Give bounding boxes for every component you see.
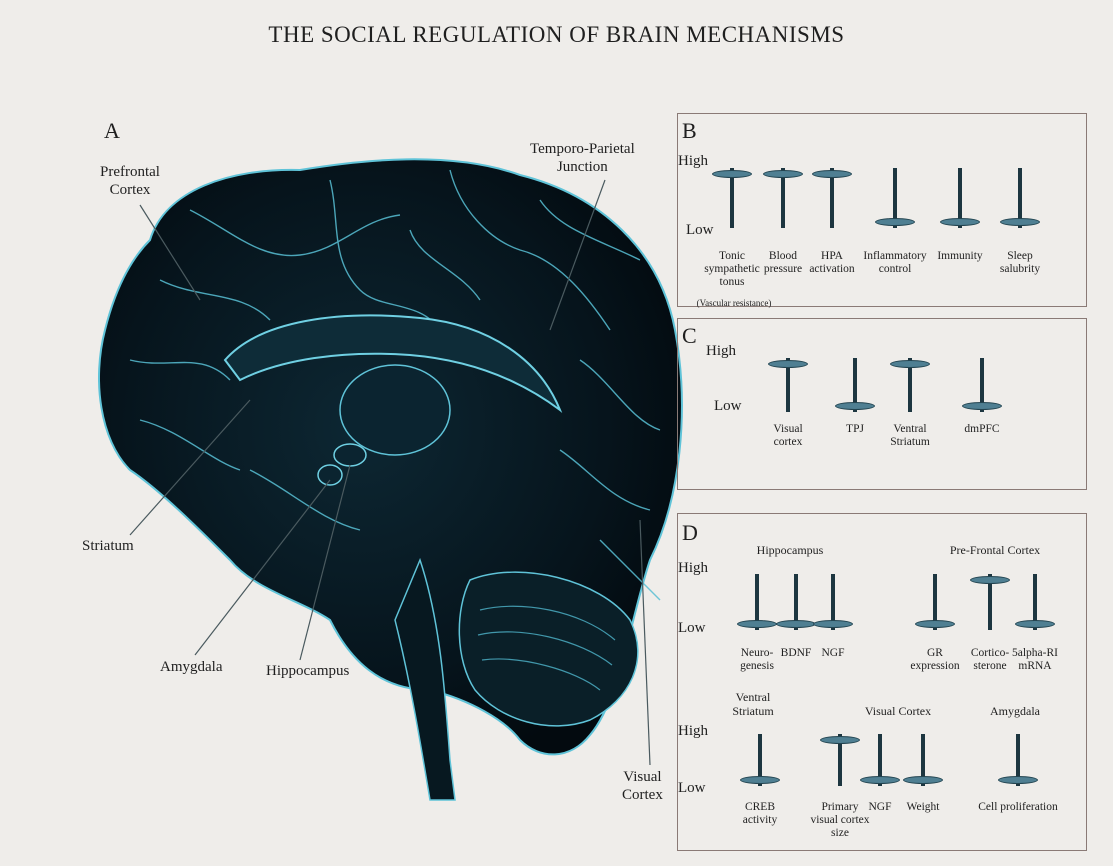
indicator-cap-low	[875, 218, 915, 226]
panel-d-high-label-bottom: High	[678, 723, 708, 740]
panel-b-high-label: High	[678, 153, 708, 170]
indicator-low	[962, 358, 1002, 412]
indicator-low	[940, 168, 980, 228]
panel-c-low-label: Low	[714, 398, 742, 415]
indicator-cap-low	[962, 402, 1002, 410]
indicator-label: Tonic sympathetic tonus	[704, 250, 760, 289]
indicator-cap-low	[940, 218, 980, 226]
indicator-cap-low	[740, 776, 780, 784]
indicator-cap-high	[820, 736, 860, 744]
indicator-label: dmPFC	[964, 423, 999, 436]
indicator-cap-high	[768, 360, 808, 368]
indicator-low	[1015, 574, 1055, 630]
indicator-low	[737, 574, 777, 630]
indicator-high	[820, 734, 860, 786]
group-hippocampus: Hippocampus	[740, 543, 840, 557]
indicator-cap-high	[890, 360, 930, 368]
indicator-label: Neuro- genesis	[740, 647, 774, 673]
indicator-high	[768, 358, 808, 412]
indicator-label: Cell proliferation	[978, 801, 1058, 814]
indicator-low	[998, 734, 1038, 786]
indicator-label: Weight	[907, 801, 940, 814]
indicator-cap-high	[763, 170, 803, 178]
brain-illustration	[0, 0, 700, 866]
indicator-cap-high	[812, 170, 852, 178]
panel-c-letter: C	[682, 323, 697, 349]
indicator-label: NGF	[868, 801, 891, 814]
panel-b-letter: B	[682, 118, 697, 144]
panel-d-high-label-top: High	[678, 560, 708, 577]
indicator-cap-low	[737, 620, 777, 628]
indicator-label: CREB activity	[743, 801, 778, 827]
indicator-cap-low	[835, 402, 875, 410]
amygdala-label: Amygdala	[160, 658, 222, 676]
indicator-high	[890, 358, 930, 412]
amygdala-shape	[318, 465, 342, 485]
indicator-label: Visual cortex	[773, 423, 802, 449]
indicator-label: Sleep salubrity	[1000, 250, 1040, 276]
indicator-low	[860, 734, 900, 786]
indicator-cap-high	[970, 576, 1010, 584]
indicator-cap-high	[712, 170, 752, 178]
indicator-label: Blood pressure	[764, 250, 802, 276]
indicator-cap-low	[1000, 218, 1040, 226]
indicator-cap-low	[776, 620, 816, 628]
visual-cortex-label: Visual Cortex	[622, 768, 663, 804]
indicator-cap-low	[860, 776, 900, 784]
hippocampus-label: Hippocampus	[266, 662, 349, 680]
indicator-cap-low	[998, 776, 1038, 784]
indicator-low	[915, 574, 955, 630]
indicator-high	[812, 168, 852, 228]
indicator-cap-low	[813, 620, 853, 628]
indicator-low	[835, 358, 875, 412]
indicator-label: Cortico- sterone	[971, 647, 1009, 673]
indicator-low	[1000, 168, 1040, 228]
panel-c-high-label: High	[706, 343, 736, 360]
indicator-high	[763, 168, 803, 228]
indicator-label: Primary visual cortex size	[810, 801, 869, 840]
group-amygdala: Amygdala	[975, 704, 1055, 718]
tpj-label: Temporo-Parietal Junction	[530, 140, 635, 176]
indicator-low	[776, 574, 816, 630]
indicator-label: BDNF	[781, 647, 812, 660]
indicator-low	[740, 734, 780, 786]
group-visual-cortex: Visual Cortex	[848, 704, 948, 718]
panel-d-low-label-bottom: Low	[678, 780, 706, 797]
thalamus-shape	[340, 365, 450, 455]
panel-b-note: (Vascular resistance)	[697, 297, 772, 310]
indicator-high	[712, 168, 752, 228]
indicator-cap-low	[915, 620, 955, 628]
indicator-label: 5alpha-RI mRNA	[1012, 647, 1058, 673]
group-prefrontal: Pre-Frontal Cortex	[930, 543, 1060, 557]
panel-d-low-label-top: Low	[678, 620, 706, 637]
indicator-low	[813, 574, 853, 630]
indicator-high	[970, 574, 1010, 630]
indicator-label: Inflammatory control	[863, 250, 926, 276]
striatum-label: Striatum	[82, 537, 134, 555]
indicator-cap-low	[903, 776, 943, 784]
indicator-cap-low	[1015, 620, 1055, 628]
indicator-label: NGF	[821, 647, 844, 660]
indicator-label: Immunity	[937, 250, 982, 263]
panel-b-low-label: Low	[686, 222, 714, 239]
indicator-label: GR expression	[910, 647, 959, 673]
indicator-low	[875, 168, 915, 228]
prefrontal-cortex-label: Prefrontal Cortex	[100, 163, 160, 199]
indicator-label: HPA activation	[809, 250, 854, 276]
panel-d-letter: D	[682, 520, 698, 546]
group-ventral-striatum: Ventral Striatum	[728, 690, 778, 718]
indicator-label: Ventral Striatum	[890, 423, 930, 449]
indicator-low	[903, 734, 943, 786]
indicator-label: TPJ	[846, 423, 864, 436]
hippocampus-shape	[334, 444, 366, 466]
